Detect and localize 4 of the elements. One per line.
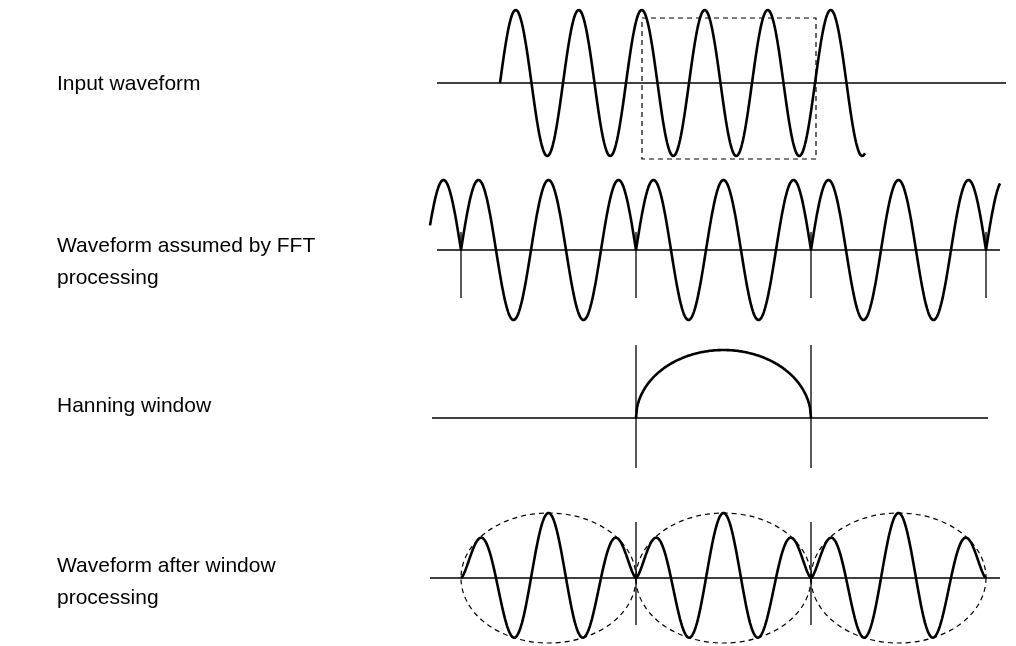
row-label: Hanning window bbox=[57, 392, 213, 418]
row-label: Input waveform bbox=[57, 70, 202, 96]
row-label: Waveform after window processing bbox=[57, 552, 277, 610]
row-label: Waveform assumed by FFT processing bbox=[57, 232, 316, 290]
